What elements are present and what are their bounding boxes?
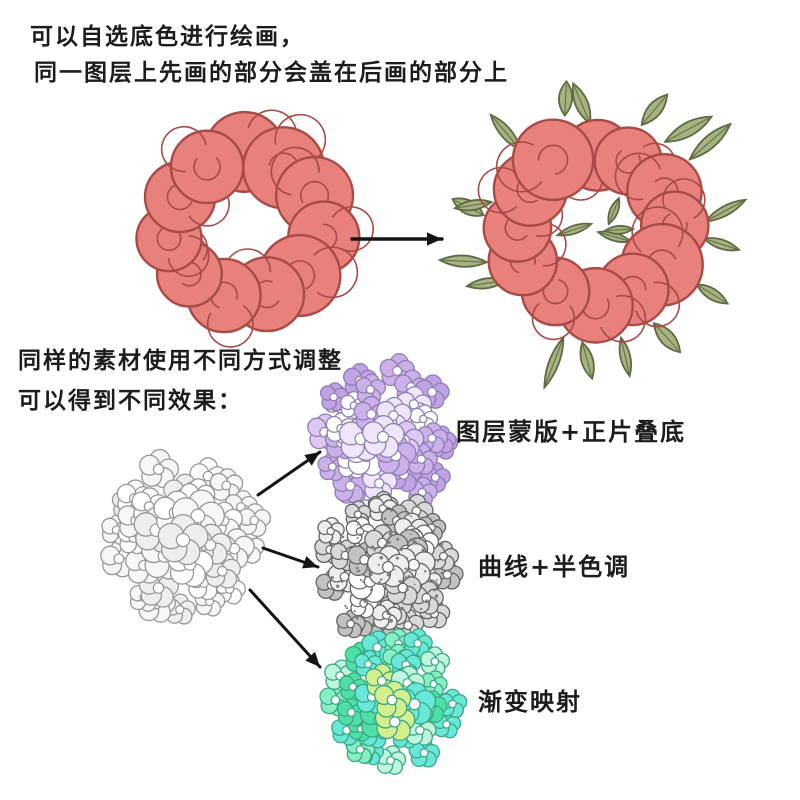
arrow-to-gray	[261, 546, 320, 569]
effect-label-curves-halftone: 曲线+半色调	[478, 553, 631, 581]
leaves	[437, 79, 748, 390]
arrow-main	[350, 232, 444, 246]
gray-cluster	[314, 490, 464, 650]
intro-line-2: 同一图层上先画的部分会盖在后画的部分上	[34, 60, 509, 86]
red-wreath	[135, 109, 374, 348]
section-line-2: 可以得到不同效果：	[18, 388, 243, 414]
green-cluster	[319, 628, 468, 775]
source-cluster	[100, 448, 272, 625]
effect-label-gradient-map: 渐变映射	[478, 688, 582, 716]
intro-line-1: 可以自选底色进行绘画，	[30, 24, 305, 50]
red-wreath-with-leaves	[437, 79, 748, 390]
purple-cluster	[307, 353, 459, 511]
effect-label-multiply: 图层蒙版+正片叠底	[456, 418, 687, 446]
arrow-to-purple	[256, 450, 322, 497]
section-line-1: 同样的素材使用不同方式调整	[18, 348, 343, 374]
arrow-to-green	[248, 588, 322, 669]
